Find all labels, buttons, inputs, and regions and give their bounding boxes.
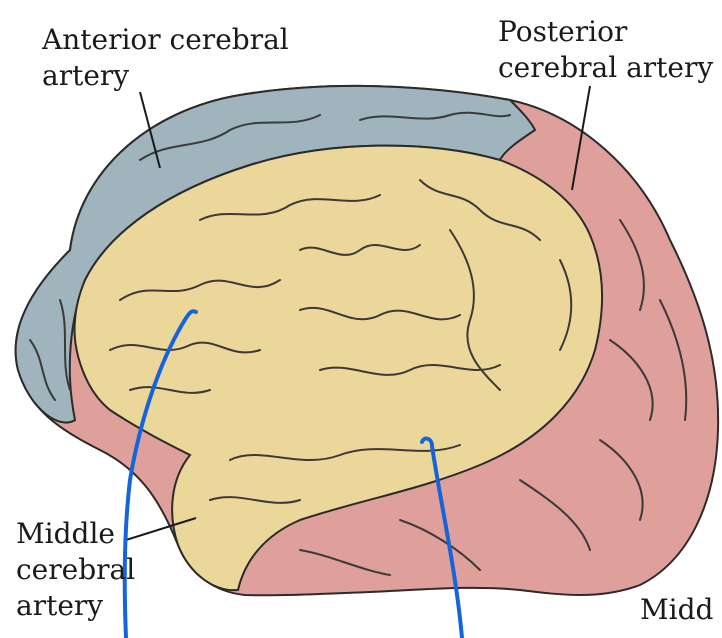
middle-cerebral-artery-label-line3: artery — [16, 589, 104, 622]
posterior-cerebral-artery-label-line2: cerebral artery — [498, 51, 714, 84]
anterior-leader-line — [139, 91, 161, 169]
middle-cerebral-artery-label-line2: cerebral — [16, 553, 136, 586]
anterior-cerebral-artery-label-line2: artery — [42, 59, 130, 92]
posterior-cerebral-artery-label-line1: Posterior — [498, 15, 628, 48]
annotation-stroke-right — [420, 436, 464, 638]
cutoff-label: Midd — [640, 593, 714, 626]
posterior-leader-line — [571, 85, 591, 191]
anterior-cerebral-artery-label-line1: Anterior cerebral — [42, 23, 289, 56]
gyri-lines — [29, 111, 688, 576]
middle-leader-line — [125, 517, 197, 541]
middle-cerebral-artery-label-line1: Middle — [16, 517, 115, 550]
annotation-stroke-left — [122, 309, 198, 638]
